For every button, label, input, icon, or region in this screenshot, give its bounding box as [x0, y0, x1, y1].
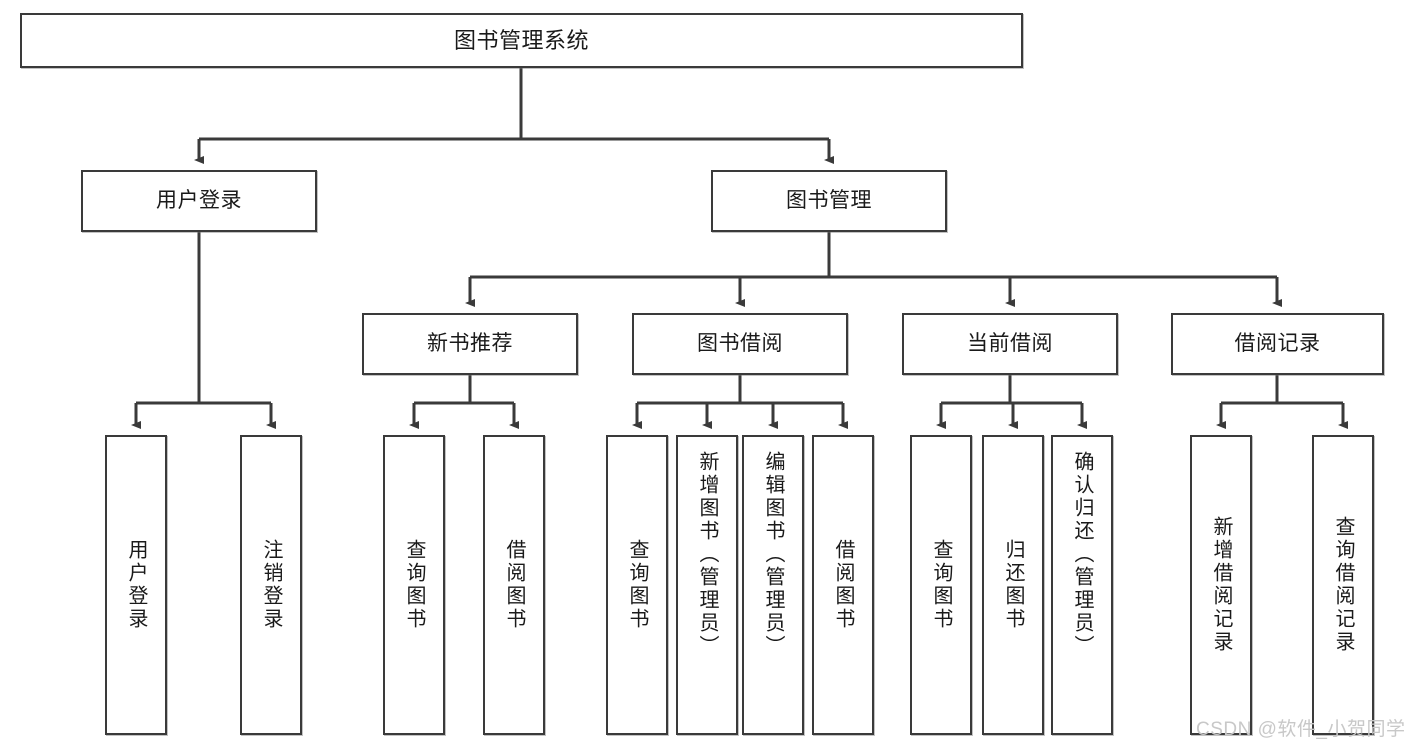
leaf-return-book-label: 归还图书: [1002, 539, 1024, 631]
leaf-borrow-book-recommend[interactable]: 借阅图书: [483, 435, 545, 735]
leaf-confirm-return-admin-label: 确认归还（管理员）: [1071, 451, 1093, 658]
node-user-login[interactable]: 用户登录: [81, 170, 317, 232]
node-user-login-label: 用户登录: [156, 188, 242, 212]
node-borrow-record[interactable]: 借阅记录: [1171, 313, 1384, 375]
leaf-query-book-current-label: 查询图书: [930, 539, 952, 631]
leaf-user-logout[interactable]: 注销登录: [240, 435, 302, 735]
leaf-add-book-admin[interactable]: 新增图书（管理员）: [676, 435, 738, 735]
node-root-label: 图书管理系统: [453, 27, 589, 53]
leaf-user-login[interactable]: 用户登录: [105, 435, 167, 735]
leaf-query-borrow-record[interactable]: 查询借阅记录: [1312, 435, 1374, 735]
leaf-edit-book-admin-label: 编辑图书（管理员）: [762, 451, 784, 658]
node-book-borrow-label: 图书借阅: [697, 331, 783, 355]
leaf-add-book-admin-label: 新增图书（管理员）: [696, 451, 718, 658]
leaf-query-borrow-record-label: 查询借阅记录: [1332, 516, 1354, 654]
node-book-management[interactable]: 图书管理: [711, 170, 947, 232]
node-root[interactable]: 图书管理系统: [20, 13, 1023, 68]
leaf-borrow-book-recommend-label: 借阅图书: [503, 539, 525, 631]
csdn-watermark: CSDN @软件_小贺同学: [1196, 719, 1405, 740]
leaf-query-book-recommend[interactable]: 查询图书: [383, 435, 445, 735]
leaf-return-book[interactable]: 归还图书: [982, 435, 1044, 735]
node-new-book-recommend[interactable]: 新书推荐: [362, 313, 578, 375]
leaf-borrow-book-label: 借阅图书: [832, 539, 854, 631]
leaf-user-logout-label: 注销登录: [260, 539, 282, 631]
leaf-borrow-book[interactable]: 借阅图书: [812, 435, 874, 735]
node-borrow-record-label: 借阅记录: [1234, 331, 1321, 355]
leaf-user-login-label: 用户登录: [125, 539, 147, 631]
leaf-query-book-current[interactable]: 查询图书: [910, 435, 972, 735]
leaf-query-book-borrow[interactable]: 查询图书: [606, 435, 668, 735]
leaf-query-book-borrow-label: 查询图书: [626, 539, 648, 631]
node-book-management-label: 图书管理: [786, 188, 872, 212]
leaf-confirm-return-admin[interactable]: 确认归还（管理员）: [1051, 435, 1113, 735]
node-current-borrow-label: 当前借阅: [967, 331, 1053, 355]
node-book-borrow[interactable]: 图书借阅: [632, 313, 848, 375]
leaf-add-borrow-record[interactable]: 新增借阅记录: [1190, 435, 1252, 735]
leaf-query-book-recommend-label: 查询图书: [403, 539, 425, 631]
node-new-book-recommend-label: 新书推荐: [427, 331, 513, 355]
leaf-add-borrow-record-label: 新增借阅记录: [1210, 516, 1232, 654]
node-current-borrow[interactable]: 当前借阅: [902, 313, 1118, 375]
leaf-edit-book-admin[interactable]: 编辑图书（管理员）: [742, 435, 804, 735]
